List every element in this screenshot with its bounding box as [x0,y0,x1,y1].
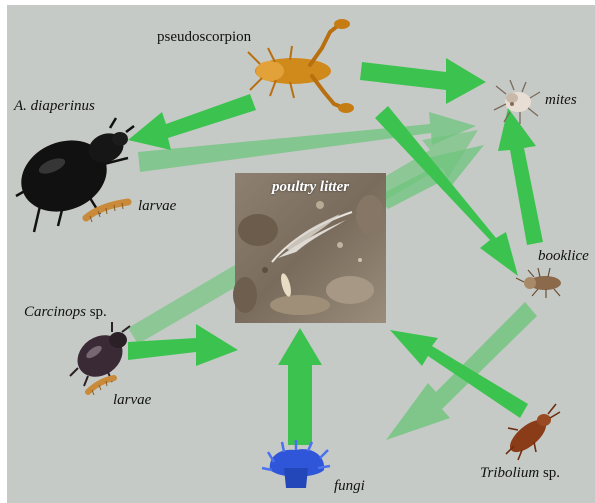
tribolium-genus: Tribolium [480,465,539,481]
beetle-icon [10,118,134,232]
booklouse-icon [516,268,561,298]
tribolium-sp: sp. [539,465,560,481]
larvae-icon [86,202,128,222]
tribolium-label: Tribolium sp. [480,466,560,481]
carcinops-genus: Carcinops [24,304,86,320]
mite-icon [494,80,540,124]
pseudoscorpion-label: pseudoscorpion [157,30,251,45]
larvae-icon [88,378,114,395]
tribolium-beetle-icon [505,404,560,460]
carcinops-beetle-icon [69,322,130,386]
carcinops-label: Carcinops sp. [24,305,107,320]
a-diaperinus-larvae-label: larvae [138,199,176,214]
a-diaperinus-label: A. diaperinus [14,99,95,114]
pseudoscorpion-icon [248,19,354,113]
mites-label: mites [545,93,577,108]
fungi-icon [262,440,330,488]
fungi-label: fungi [334,479,365,494]
carcinops-sp: sp. [86,304,107,320]
poultry-litter-label: poultry litter [272,180,349,195]
carcinops-larvae-label: larvae [113,393,151,408]
booklice-label: booklice [538,249,589,264]
